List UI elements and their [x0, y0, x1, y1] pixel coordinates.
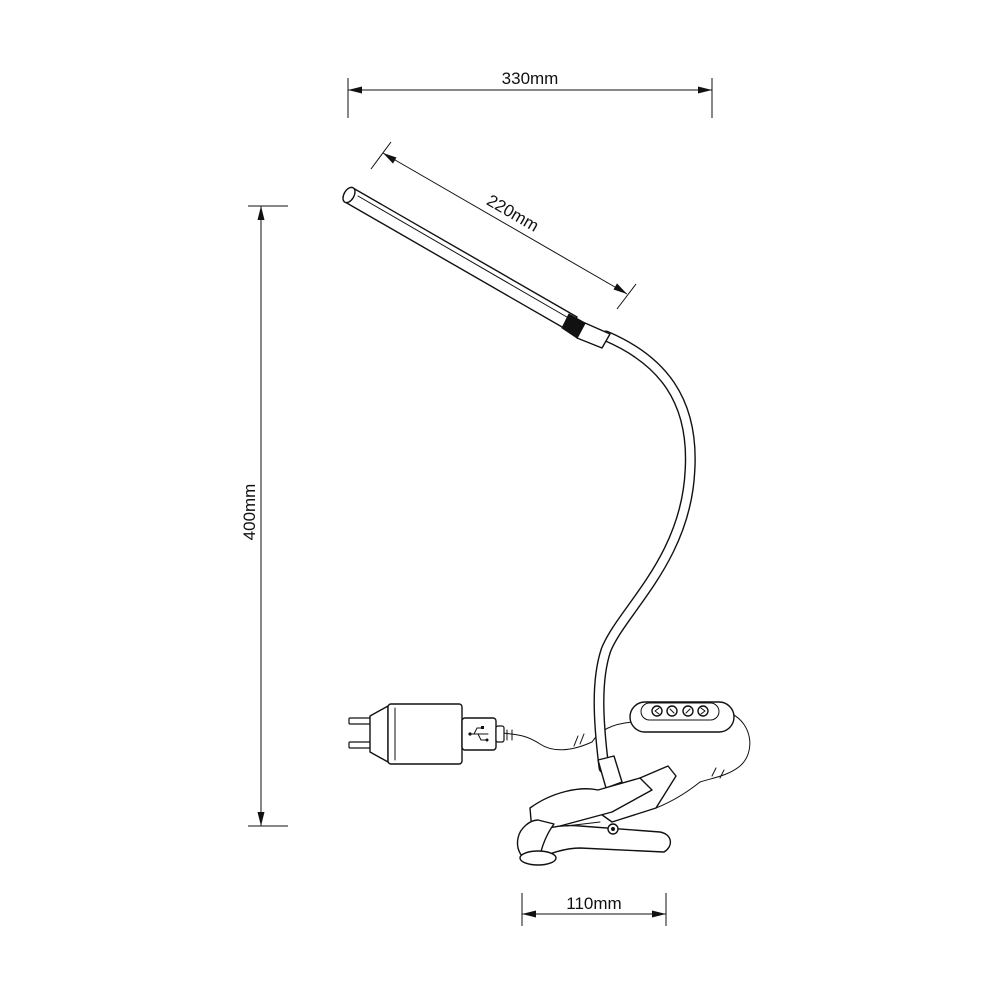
dimension-overall-width: 330mm	[347, 69, 713, 118]
power-cable	[499, 713, 751, 783]
lamp-head-icon	[342, 186, 611, 349]
gooseneck-icon	[593, 330, 696, 789]
power-adapter-icon	[348, 703, 463, 765]
usb-plug-icon	[461, 717, 505, 751]
dimension-overall-height: 400mm	[240, 205, 288, 827]
overall-width-label: 330mm	[502, 69, 559, 88]
clamp-width-label: 110mm	[566, 894, 621, 913]
head-length-label: 220mm	[483, 191, 542, 236]
dimmer-button-1	[651, 705, 663, 717]
dimmer-button-4	[697, 705, 709, 717]
dimension-clamp-width: 110mm	[521, 893, 667, 926]
clamp-icon	[516, 765, 701, 866]
overall-height-label: 400mm	[240, 484, 259, 541]
dimmer-switch-icon	[629, 701, 735, 733]
